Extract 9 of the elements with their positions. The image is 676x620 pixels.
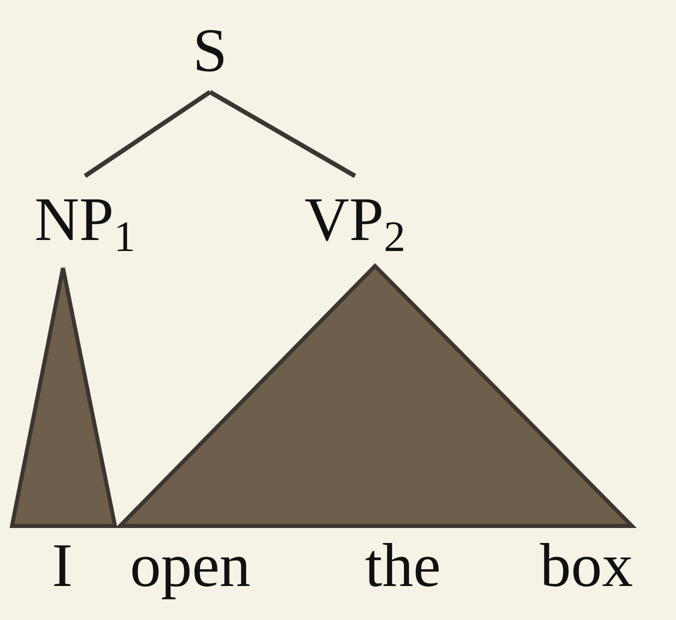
tree-branch-line: [208, 90, 356, 178]
tree-node-label: NP$_{1}$: [34, 188, 136, 260]
tree-node-label: VP$_{2}$: [304, 188, 406, 260]
word: box: [540, 535, 633, 597]
word: the: [365, 535, 441, 597]
tree-branch-line: [84, 90, 212, 178]
tree-node-label: S: [192, 20, 228, 82]
word: I: [52, 535, 73, 597]
word: open: [130, 535, 251, 597]
